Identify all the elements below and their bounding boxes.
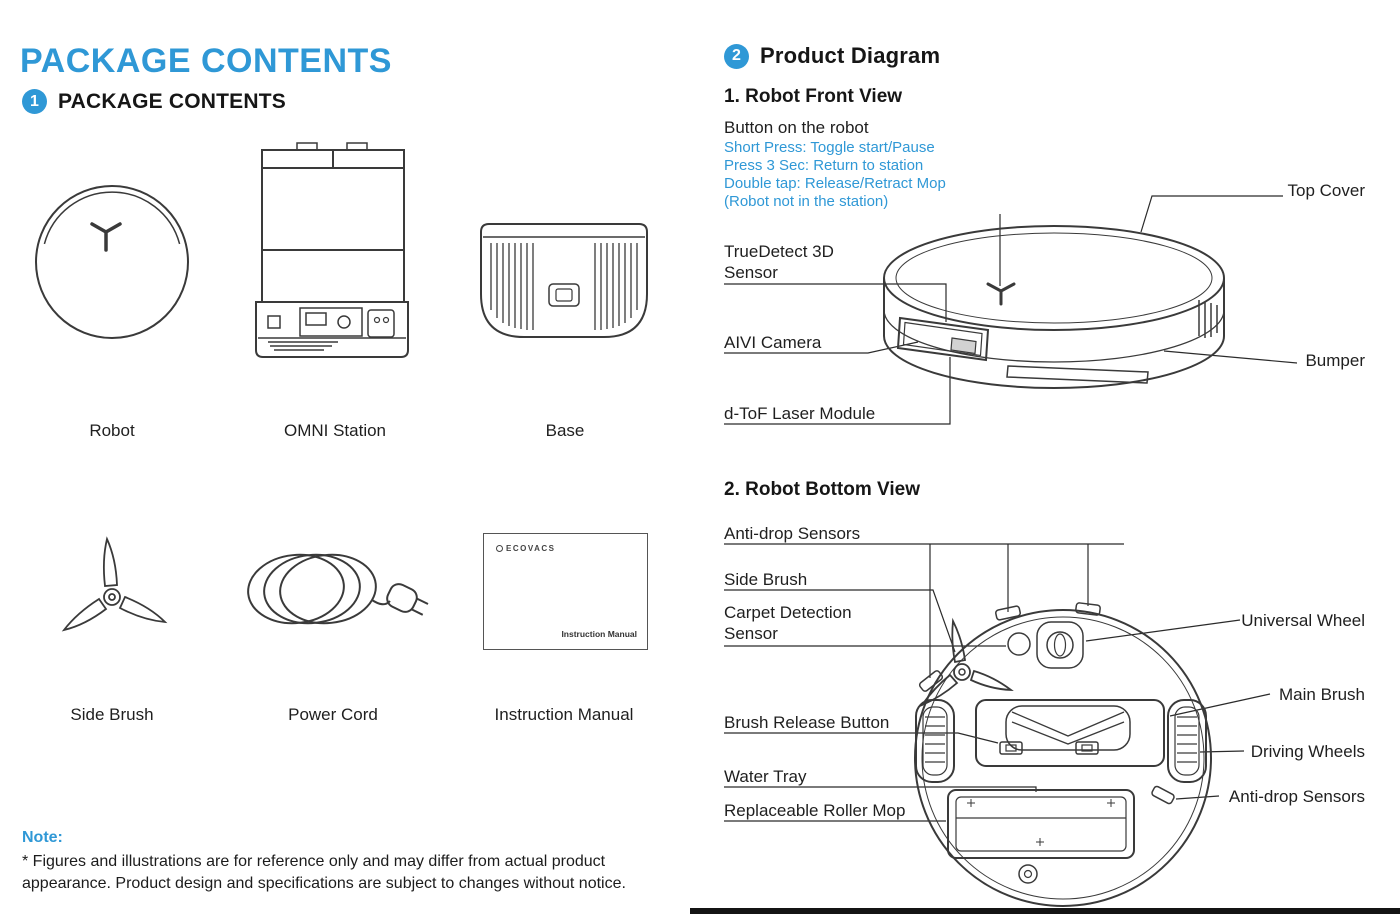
ecovacs-logo-icon (496, 545, 503, 552)
label-aivi-camera: AIVI Camera (724, 333, 822, 352)
package-section-heading: 1 PACKAGE CONTENTS (22, 89, 286, 114)
label-anti-drop-sensors-top: Anti-drop Sensors (724, 524, 861, 543)
side-brush-art (61, 536, 168, 632)
label-brush-release-button: Brush Release Button (724, 713, 890, 732)
instruction-manual-art: ECOVACS Instruction Manual (483, 533, 648, 650)
press-note-short: Short Press: Toggle start/Pause (724, 139, 935, 156)
robot-top-view-art (35, 185, 189, 339)
manual-cover-caption: Instruction Manual (561, 629, 637, 639)
power-cord-art (247, 553, 429, 625)
item-caption-base: Base (545, 421, 585, 440)
press-note-station: (Robot not in the station) (724, 193, 889, 210)
label-water-tray: Water Tray (724, 767, 807, 786)
section-2-badge: 2 (724, 43, 749, 69)
label-truedetect-3d-sensor: TrueDetect 3D Sensor (724, 242, 834, 282)
press-note-double-tap: Double tap: Release/Retract Mop (724, 175, 946, 192)
page-edge-bar (690, 908, 1400, 914)
label-universal-wheel: Universal Wheel (1241, 611, 1365, 630)
item-caption-instruction-manual: Instruction Manual (494, 705, 634, 724)
label-top-cover: Top Cover (1287, 181, 1365, 200)
note-heading: Note: (22, 829, 63, 846)
label-dtof-laser-module: d-ToF Laser Module (724, 404, 876, 423)
item-caption-side-brush: Side Brush (70, 705, 154, 724)
label-bumper: Bumper (1305, 351, 1365, 370)
label-main-brush: Main Brush (1279, 685, 1365, 704)
note-body: * Figures and illustrations are for refe… (22, 853, 626, 892)
package-section-title: PACKAGE CONTENTS (58, 89, 286, 113)
section-1-badge: 1 (22, 89, 47, 114)
label-side-brush: Side Brush (724, 570, 808, 589)
front-view-heading: 1. Robot Front View (724, 86, 903, 107)
press-note-3sec: Press 3 Sec: Return to station (724, 157, 924, 174)
diagram-section-heading: 2 Product Diagram (724, 43, 940, 69)
ecovacs-logo: ECOVACS (496, 544, 555, 553)
diagram-section-title: Product Diagram (760, 43, 941, 68)
robot-front-view-art (883, 225, 1225, 389)
label-carpet-detection-sensor: Carpet Detection Sensor (724, 603, 852, 643)
ecovacs-logo-text: ECOVACS (506, 544, 556, 553)
item-caption-power-cord: Power Cord (288, 705, 378, 724)
button-caption: Button on the robot (724, 118, 869, 137)
robot-bottom-view-art (914, 602, 1212, 907)
label-replaceable-roller-mop: Replaceable Roller Mop (724, 801, 906, 820)
base-art (480, 223, 648, 338)
label-anti-drop-sensors-right: Anti-drop Sensors (1228, 787, 1365, 806)
bottom-view-heading: 2. Robot Bottom View (724, 479, 920, 500)
omni-station-art (255, 142, 409, 358)
label-driving-wheels: Driving Wheels (1250, 742, 1365, 761)
page-title: PACKAGE CONTENTS (20, 42, 392, 80)
item-caption-robot: Robot (89, 421, 135, 440)
item-caption-omni-station: OMNI Station (283, 421, 387, 440)
